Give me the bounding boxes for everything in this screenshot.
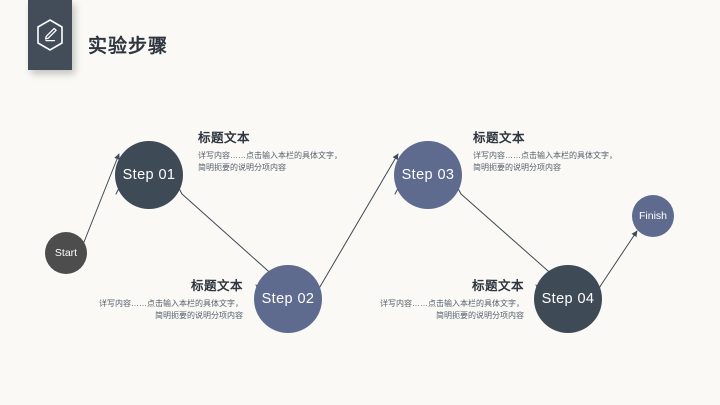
- node-step-03[interactable]: Step 03: [394, 141, 462, 209]
- node-start-label: Start: [54, 247, 78, 259]
- node-step-02-label: Step 02: [261, 291, 315, 307]
- node-step-01[interactable]: Step 01: [115, 141, 183, 209]
- text-block-step-03: 标题文本 详写内容……点击输入本栏的具体文字，简明扼要的说明分项内容: [473, 127, 623, 175]
- text-block-step-01: 标题文本 详写内容……点击输入本栏的具体文字，简明扼要的说明分项内容: [198, 127, 348, 175]
- block-title: 标题文本: [473, 131, 526, 145]
- block-description: 详写内容……点击输入本栏的具体文字，简明扼要的说明分项内容: [473, 151, 617, 173]
- node-start[interactable]: Start: [45, 232, 87, 274]
- node-step-02[interactable]: Step 02: [254, 265, 322, 333]
- node-step-01-label: Step 01: [122, 167, 176, 183]
- node-step-04[interactable]: Step 04: [534, 265, 602, 333]
- block-title: 标题文本: [190, 279, 243, 293]
- text-block-step-04: 标题文本 详写内容……点击输入本栏的具体文字，简明扼要的说明分项内容: [374, 275, 524, 323]
- hexagon-pencil-icon: [35, 18, 65, 52]
- node-finish[interactable]: Finish: [632, 195, 674, 237]
- block-title: 标题文本: [471, 279, 524, 293]
- node-finish-label: Finish: [638, 210, 667, 222]
- text-block-step-02: 标题文本 详写内容……点击输入本栏的具体文字，简明扼要的说明分项内容: [93, 275, 243, 323]
- block-description: 详写内容……点击输入本栏的具体文字，简明扼要的说明分项内容: [99, 299, 243, 321]
- block-description: 详写内容……点击输入本栏的具体文字，简明扼要的说明分项内容: [198, 151, 342, 173]
- header-icon-badge: [28, 0, 72, 70]
- block-title: 标题文本: [198, 131, 251, 145]
- block-description: 详写内容……点击输入本栏的具体文字，简明扼要的说明分项内容: [380, 299, 524, 321]
- node-step-04-label: Step 04: [541, 291, 595, 307]
- node-step-03-label: Step 03: [401, 167, 455, 183]
- page-title: 实验步骤: [88, 36, 169, 57]
